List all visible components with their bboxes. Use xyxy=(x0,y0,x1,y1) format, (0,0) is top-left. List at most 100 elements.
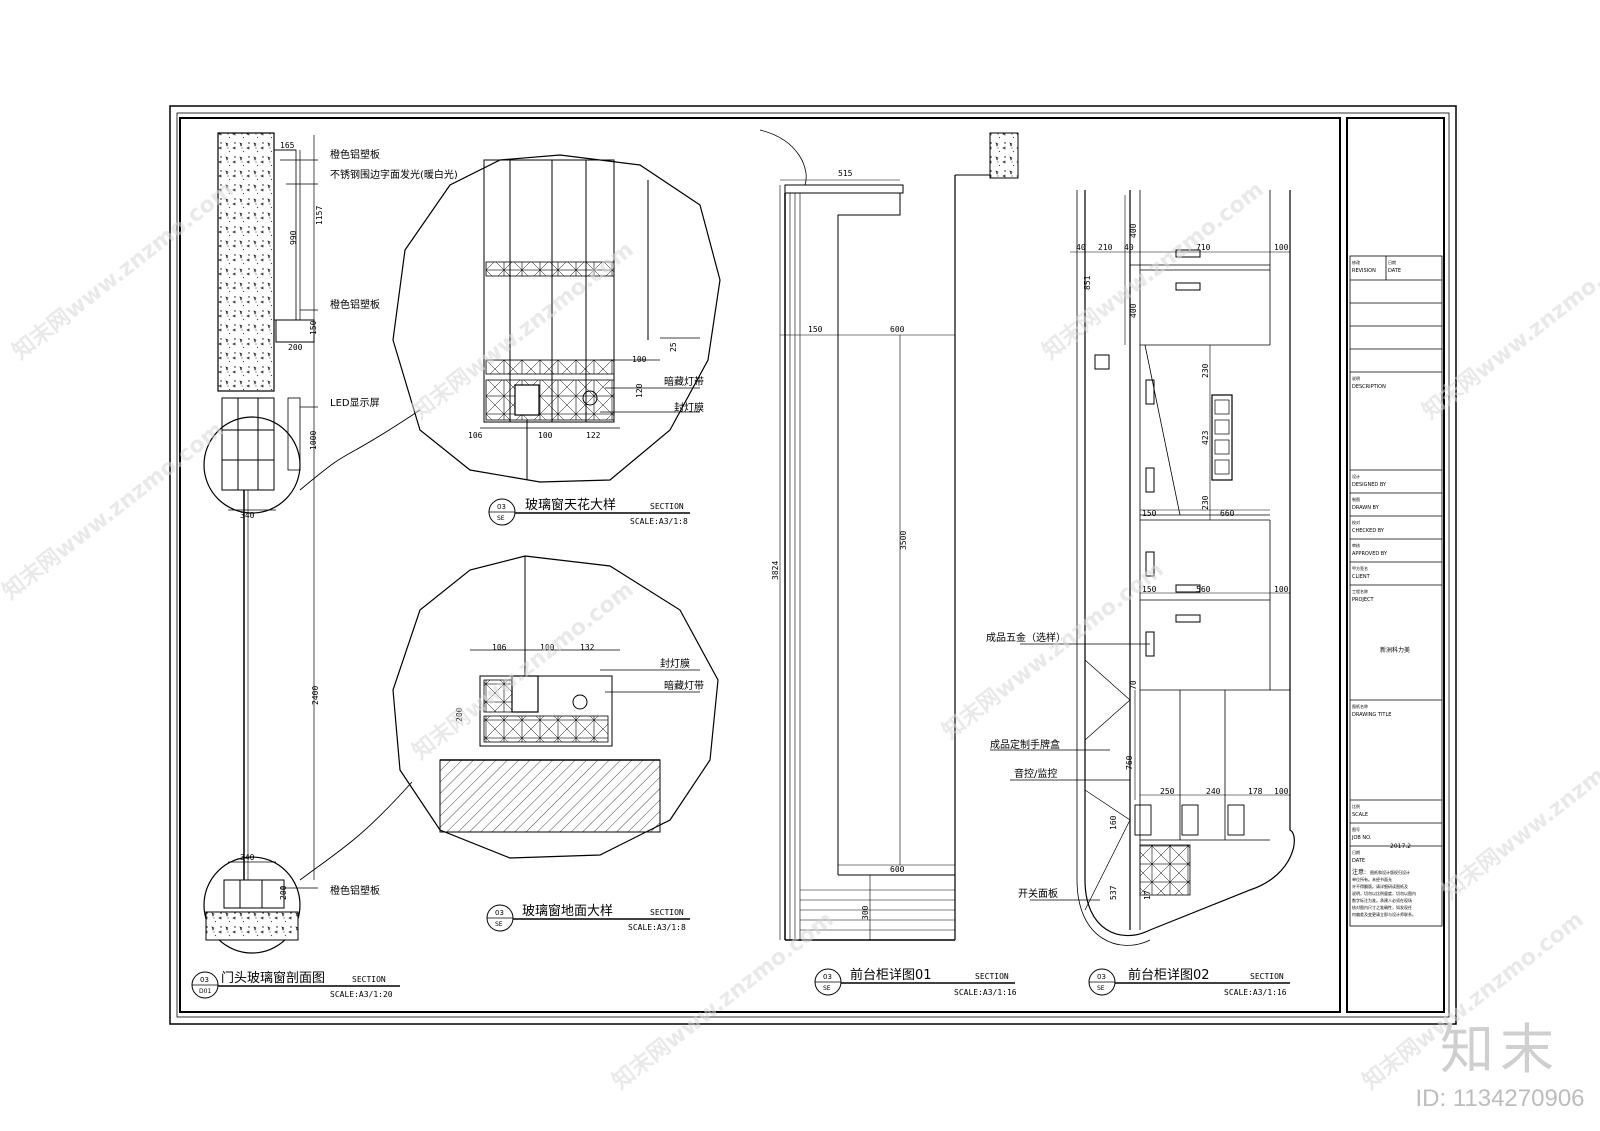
label-led-screen: LED显示屏 xyxy=(330,397,380,409)
dim-3824: 3824 xyxy=(771,561,780,580)
dim-165: 165 xyxy=(280,141,295,150)
dim-240: 240 xyxy=(1206,787,1221,796)
tb-client-cn: 甲方签名 xyxy=(1352,565,1368,571)
dim-3500: 3500 xyxy=(899,531,908,550)
dim-340-top: 340 xyxy=(240,511,255,520)
dim-150-c2b: 150 xyxy=(1142,585,1157,594)
title-ceiling-detail: 03 SE 玻璃窗天花大样 SECTION SCALE:A3/1:8 xyxy=(488,497,690,526)
sheet-border xyxy=(169,105,1457,1025)
tb-designed: DESIGNED BY xyxy=(1352,482,1387,488)
dim-340-bottom: 340 xyxy=(240,853,255,862)
tb-notes-3: 许不得翻版。请详细研读图纸及 xyxy=(1352,883,1408,889)
dim-990: 990 xyxy=(289,230,298,245)
dim-200: 200 xyxy=(288,343,303,352)
title-number: 03 xyxy=(1097,973,1106,981)
title-sheet: SE xyxy=(823,985,831,992)
tb-drawn: DRAWN BY xyxy=(1352,505,1380,511)
dim-150-c1: 150 xyxy=(808,325,823,334)
title-text: 玻璃窗地面大样 xyxy=(522,903,613,919)
title-sheet: SE xyxy=(497,515,505,522)
tb-revision: REVISION xyxy=(1352,268,1376,274)
door-section-labels: 橙色铝塑板 不锈钢围边字面发光(暖白光) 橙色铝塑板 LED显示屏 橙色铝塑板 … xyxy=(240,141,458,900)
dim-100-f: 100 xyxy=(540,643,555,652)
dim-100-e: 100 xyxy=(1274,585,1289,594)
title-section: SECTION xyxy=(352,975,386,984)
label-steel-letter: 不锈钢围边字面发光(暖白光) xyxy=(330,168,458,181)
tb-scale-cn: 比例 xyxy=(1352,803,1360,809)
title-text: 前台柜详图01 xyxy=(850,967,932,983)
title-section: SECTION xyxy=(650,908,684,917)
watermark-text: 知末网www.znzmo.com xyxy=(608,906,839,1094)
label-audio: 音控/监控 xyxy=(1014,767,1057,780)
watermark-text: 知末网www.znzmo.com xyxy=(0,416,229,604)
tb-drawing-title-cn: 图纸名称 xyxy=(1352,703,1368,709)
label-hand-box: 成品定制手牌盒 xyxy=(990,738,1060,751)
label-hidden-light-2: 暗藏灯带 xyxy=(664,679,704,692)
watermark-text: 知末网www.znzmo.com xyxy=(1438,716,1600,904)
label-seal-film-2: 封灯膜 xyxy=(660,657,690,670)
ceiling-detail-labels: 暗藏灯带 封灯膜 100 25 120 106 100 122 xyxy=(468,342,704,440)
label-hidden-light-1: 暗藏灯带 xyxy=(664,375,704,388)
counter-01-labels: 515 150 600 3824 3500 600 300 xyxy=(771,169,908,920)
dim-122: 122 xyxy=(586,431,601,440)
dim-1000: 1000 xyxy=(309,431,318,450)
title-scale: SCALE:A3/1:16 xyxy=(1224,988,1287,997)
title-number: 03 xyxy=(497,503,506,511)
dim-100-c: 100 xyxy=(632,355,647,364)
title-sheet: D01 xyxy=(199,988,211,995)
tb-notes-2: 单位所有。未经书面允 xyxy=(1352,876,1392,882)
title-scale: SCALE:A3/1:8 xyxy=(630,517,688,526)
title-section: SECTION xyxy=(1250,972,1284,981)
tb-notes-7: 何偏差及变更请立即与设计师联系。 xyxy=(1352,911,1416,917)
dim-710: 710 xyxy=(1196,243,1211,252)
counter-02-labels: 成品五金（选样） 成品定制手牌盒 音控/监控 开关面板 40 210 40 40… xyxy=(986,223,1289,900)
watermark-text: 知末网www.znzmo.com xyxy=(8,176,239,364)
watermark-text: 知末网www.znzmo.com xyxy=(1418,236,1600,424)
dim-400-a: 400 xyxy=(1129,223,1138,238)
tb-notes-head: 注意: xyxy=(1352,868,1366,876)
tb-approved-cn: 审核 xyxy=(1352,542,1360,548)
title-scale: SCALE:A3/1:16 xyxy=(954,988,1017,997)
dim-1157: 1157 xyxy=(315,206,324,225)
tb-date: DATE xyxy=(1388,268,1401,274)
dim-100-f: 100 xyxy=(1274,787,1289,796)
dim-423: 423 xyxy=(1201,430,1210,445)
dim-70: 70 xyxy=(1129,680,1138,690)
tb-notes-6: 核对图内尺寸之准确性，如发现任 xyxy=(1352,904,1412,910)
label-orange-panel-3: 橙色铝塑板 xyxy=(330,884,380,897)
ceiling-detail-drawing xyxy=(392,154,721,483)
title-scale: SCALE:A3/1:20 xyxy=(330,990,393,999)
door-glass-section-drawing xyxy=(203,132,421,954)
title-sheet: SE xyxy=(1097,985,1105,992)
tb-scale: SCALE xyxy=(1352,812,1368,818)
tb-designed-cn: 设计 xyxy=(1352,473,1360,479)
floor-detail-drawing xyxy=(392,555,719,859)
dim-760: 760 xyxy=(1125,755,1134,770)
label-orange-panel-2: 橙色铝塑板 xyxy=(330,298,380,311)
tb-notes-5: 数字标注为准。承建人必须在现场 xyxy=(1352,897,1412,903)
tb-checked-cn: 校对 xyxy=(1352,519,1360,525)
dim-40-a: 40 xyxy=(1076,243,1086,252)
dim-17: 17 xyxy=(1143,890,1152,900)
dim-106-c: 106 xyxy=(468,431,483,440)
title-sheet: SE xyxy=(495,921,503,928)
tb-approved: APPROVED BY xyxy=(1352,551,1388,557)
title-section: SECTION xyxy=(650,502,684,511)
title-text: 门头玻璃窗剖面图 xyxy=(221,970,325,986)
counter-02-drawing xyxy=(990,190,1295,946)
label-orange-panel-1: 橙色铝塑板 xyxy=(330,148,380,161)
tb-project: PROJECT xyxy=(1352,597,1375,603)
dim-100-c2: 100 xyxy=(538,431,553,440)
tb-job: JOB NO. xyxy=(1351,835,1372,841)
tb-drawn-cn: 制图 xyxy=(1352,496,1360,502)
dim-2400: 2400 xyxy=(311,686,320,705)
dim-600-top: 600 xyxy=(890,325,905,334)
dim-250: 250 xyxy=(1160,787,1175,796)
tb-date2-cn: 日期 xyxy=(1352,849,1360,855)
dim-537: 537 xyxy=(1109,885,1118,900)
image-id: ID: 1134270906 xyxy=(1415,1085,1585,1112)
dim-120: 120 xyxy=(635,383,644,398)
tb-date-cn: 日期 xyxy=(1388,259,1396,265)
dim-230-a: 230 xyxy=(1201,363,1210,378)
floor-detail-labels: 封灯膜 暗藏灯带 106 100 132 200 xyxy=(455,643,704,722)
